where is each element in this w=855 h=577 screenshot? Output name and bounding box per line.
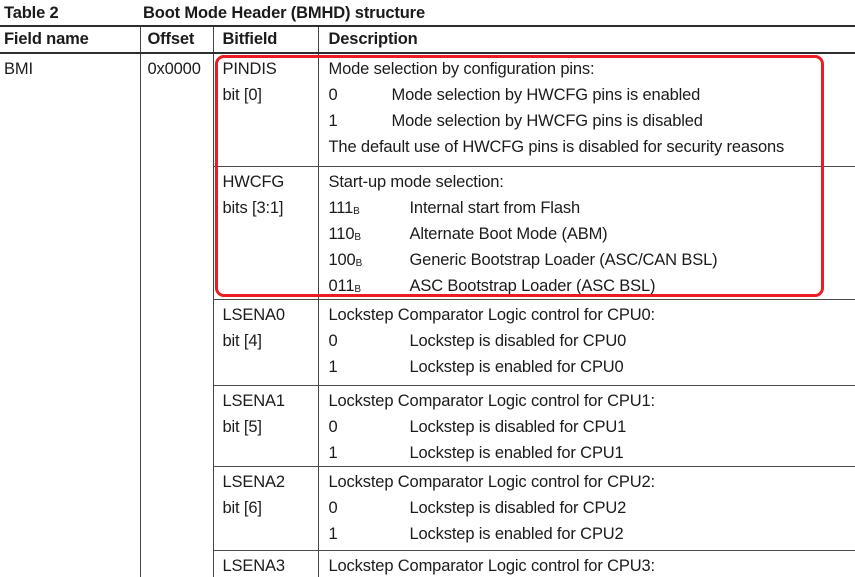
description-line: 0 Lockstep is disabled for CPU0 bbox=[329, 328, 855, 354]
description-cell: Lockstep Comparator Logic control for CP… bbox=[318, 384, 855, 466]
bitfield-cell: PINDIS bit [0] bbox=[213, 53, 319, 166]
bmhd-table: Field name Offset Bitfield Description B… bbox=[0, 27, 855, 577]
bitfield-name: LSENA2 bbox=[222, 472, 286, 491]
header-row: Field name Offset Bitfield Description bbox=[0, 27, 855, 54]
description-text: ASC Bootstrap Loader (ASC BSL) bbox=[409, 276, 656, 295]
description-line: Start-up mode selection: bbox=[329, 169, 855, 195]
description-text: The default use of HWCFG pins is disable… bbox=[328, 138, 785, 156]
description-text: Lockstep is disabled for CPU0 bbox=[409, 331, 627, 350]
bitfield-row-lsena2: LSENA2 bit [6] Lockstep Comparator Logic c… bbox=[0, 465, 855, 550]
description-line: 0 Lockstep is disabled for CPU2 bbox=[329, 495, 855, 521]
description-line: 1 Lockstep is enabled for CPU2 bbox=[329, 521, 855, 547]
description-line: The default use of HWCFG pins is disable… bbox=[329, 134, 855, 160]
description-text: Generic Bootstrap Loader (ASC/CAN BSL) bbox=[409, 250, 718, 269]
description-text: Lockstep Comparator Logic control for CP… bbox=[328, 391, 656, 410]
bitfield-row-hwcfg: HWCFG bits [3:1] Start-up mode selection: 1… bbox=[0, 165, 855, 299]
value-subscript: B bbox=[353, 205, 360, 217]
col-header-field-name: Field name bbox=[0, 27, 141, 54]
description-value: 0 bbox=[328, 417, 338, 436]
description-text: Mode selection by HWCFG pins is disabled bbox=[391, 112, 703, 130]
bitfield-cell: LSENA1 bit [5] bbox=[213, 384, 319, 466]
description-text: Lockstep is enabled for CPU0 bbox=[409, 357, 624, 376]
description-text: Mode selection by configuration pins: bbox=[328, 60, 595, 78]
bitfield-row-lsena1: LSENA1 bit [5] Lockstep Comparator Logic c… bbox=[0, 384, 855, 466]
description-value: 1 bbox=[328, 357, 338, 376]
description-line: 1 Mode selection by HWCFG pins is disable… bbox=[329, 108, 855, 134]
description-line: 011B ASC Bootstrap Loader (ASC BSL) bbox=[329, 273, 855, 299]
bitfield-cell: LSENA2 bit [6] bbox=[213, 465, 319, 550]
description-line: 0 Mode selection by HWCFG pins is enabled bbox=[329, 82, 855, 108]
bitfield-row-lsena0: LSENA0 bit [4] Lockstep Comparator Logic c… bbox=[0, 298, 855, 385]
description-text: Internal start from Flash bbox=[409, 198, 581, 217]
col-header-offset: Offset bbox=[140, 27, 214, 54]
description-text: Lockstep Comparator Logic control for CP… bbox=[328, 556, 656, 575]
description-cell: Start-up mode selection: 111B Internal sta… bbox=[318, 165, 855, 299]
table-number: Table 2 bbox=[4, 4, 59, 22]
offset-cell: 0x0000 bbox=[140, 53, 214, 577]
description-line: 110B Alternate Boot Mode (ABM) bbox=[329, 221, 855, 247]
bitfield-cell: HWCFG bits [3:1] bbox=[213, 165, 319, 299]
table-caption: Table 2 Boot Mode Header (BMHD) structure bbox=[0, 0, 855, 27]
description-cell: Lockstep Comparator Logic control for CP… bbox=[318, 298, 855, 385]
bitfield-name: PINDIS bbox=[222, 60, 277, 78]
bitfield-cell: LSENA0 bit [4] bbox=[213, 298, 319, 385]
value-subscript: B bbox=[354, 283, 361, 295]
bitfield-row-lsena3: LSENA3 Lockstep Comparator Logic control … bbox=[0, 549, 855, 577]
description-line: Lockstep Comparator Logic control for CP… bbox=[329, 302, 855, 328]
description-line: 1 Lockstep is enabled for CPU0 bbox=[329, 354, 855, 380]
description-value: 0 bbox=[328, 498, 338, 517]
table-title: Boot Mode Header (BMHD) structure bbox=[143, 4, 425, 22]
bitfield-bits: bit [6] bbox=[222, 498, 262, 517]
bitfield-bits: bit [0] bbox=[222, 86, 262, 104]
bitfield-name: LSENA0 bbox=[222, 305, 286, 324]
description-line: 100B Generic Bootstrap Loader (ASC/CAN BS… bbox=[329, 247, 855, 273]
description-text: Mode selection by HWCFG pins is enabled bbox=[391, 86, 701, 104]
description-value: 111B bbox=[328, 198, 360, 217]
bitfield-cell: LSENA3 bbox=[213, 549, 319, 577]
description-text: Alternate Boot Mode (ABM) bbox=[409, 224, 608, 243]
col-header-description: Description bbox=[318, 27, 855, 54]
description-value: 100B bbox=[328, 250, 363, 269]
description-line: 1 Lockstep is enabled for CPU1 bbox=[329, 440, 855, 466]
bitfield-name: LSENA3 bbox=[222, 556, 286, 575]
description-text: Lockstep is disabled for CPU1 bbox=[409, 417, 627, 436]
description-line: 0 Lockstep is disabled for CPU1 bbox=[329, 414, 855, 440]
description-value: 011B bbox=[328, 276, 362, 295]
description-value: 0 bbox=[328, 86, 338, 104]
description-text: Lockstep Comparator Logic control for CP… bbox=[328, 305, 656, 324]
value-subscript: B bbox=[355, 257, 363, 269]
bitfield-bits: bit [5] bbox=[222, 417, 262, 436]
col-header-bitfield: Bitfield bbox=[213, 27, 319, 54]
description-cell: Lockstep Comparator Logic control for CP… bbox=[318, 465, 855, 550]
description-cell: Lockstep Comparator Logic control for CP… bbox=[318, 549, 855, 577]
description-value: 0 bbox=[328, 331, 338, 350]
bitfield-bits: bit [4] bbox=[222, 331, 262, 350]
description-line: Mode selection by configuration pins: bbox=[329, 56, 855, 82]
description-value: 1 bbox=[328, 112, 338, 130]
description-value: 110B bbox=[328, 224, 362, 243]
value-subscript: B bbox=[354, 231, 361, 243]
bitfield-bits: bits [3:1] bbox=[222, 198, 284, 217]
description-value: 1 bbox=[328, 524, 338, 543]
description-text: Lockstep is enabled for CPU2 bbox=[409, 524, 624, 543]
description-value: 1 bbox=[328, 443, 338, 462]
description-line: Lockstep Comparator Logic control for CP… bbox=[329, 469, 855, 495]
bitfield-name: LSENA1 bbox=[222, 391, 286, 410]
description-line: Lockstep Comparator Logic control for CP… bbox=[329, 553, 855, 577]
description-line: Lockstep Comparator Logic control for CP… bbox=[329, 388, 855, 414]
description-text: Start-up mode selection: bbox=[328, 172, 504, 191]
description-line: 111B Internal start from Flash bbox=[329, 195, 855, 221]
bitfield-name: HWCFG bbox=[222, 172, 285, 191]
description-text: Lockstep is disabled for CPU2 bbox=[409, 498, 627, 517]
description-text: Lockstep is enabled for CPU1 bbox=[409, 443, 624, 462]
field-name-cell: BMI bbox=[0, 53, 141, 577]
description-text: Lockstep Comparator Logic control for CP… bbox=[328, 472, 656, 491]
